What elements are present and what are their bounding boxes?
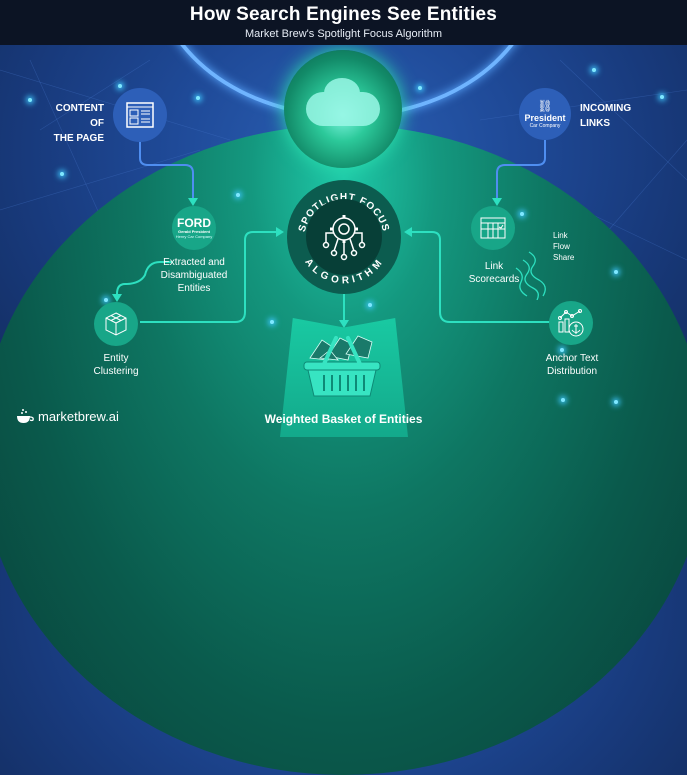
- label-line: Anchor Text: [545, 353, 599, 364]
- content-of-page-node[interactable]: [113, 88, 167, 142]
- glow-dot: [614, 400, 618, 404]
- glow-dot: [560, 348, 564, 352]
- glow-dot: [270, 320, 274, 324]
- chain-link-icon: ⛓: [537, 99, 553, 113]
- president-badge-sub: Car Company: [529, 123, 561, 129]
- entity-clustering-label: Entity Clustering: [86, 352, 146, 378]
- label-line: Link: [553, 231, 568, 240]
- label-line: Clustering: [93, 366, 139, 377]
- glow-dot: [28, 98, 32, 102]
- cloud-globe: [284, 50, 402, 168]
- label-line: Flow: [553, 242, 570, 251]
- anchor-text-label: Anchor Text Distribution: [534, 352, 610, 378]
- label-line: Entity: [103, 353, 129, 364]
- glow-dot: [520, 212, 524, 216]
- label-line: LINKS: [580, 118, 610, 129]
- link-flow-share-label: Link Flow Share: [553, 230, 574, 263]
- glow-dot: [60, 172, 64, 176]
- gear-circuit-icon: [322, 215, 366, 261]
- table-scorecard-icon: [480, 217, 506, 239]
- glow-dot: [368, 303, 372, 307]
- ford-badge-sub: Henry Car Company: [175, 234, 213, 239]
- incoming-links-node[interactable]: ⛓ President Car Company: [519, 88, 571, 140]
- link-scorecards-node[interactable]: [471, 206, 515, 250]
- network-lines-background: [0, 59, 687, 261]
- incoming-links-label: INCOMING LINKS: [580, 101, 631, 131]
- label-line: Disambiguated: [160, 270, 228, 281]
- ford-badge-title: FORD: [177, 216, 211, 230]
- glow-dot: [418, 86, 422, 90]
- header: How Search Engines See Entities Market B…: [0, 0, 687, 45]
- page-title: How Search Engines See Entities: [189, 4, 498, 25]
- wave-lines-icon: [515, 251, 546, 300]
- label-line: THE PAGE: [53, 133, 104, 144]
- glow-dot: [196, 96, 200, 100]
- glow-dot: [592, 68, 596, 72]
- weighted-basket-label: Weighted Basket of Entities: [264, 412, 423, 426]
- label-line: CONTENT OF: [55, 103, 104, 129]
- glow-dot: [561, 398, 565, 402]
- glow-dot: [660, 95, 664, 99]
- coffee-cup-icon: [17, 409, 34, 423]
- entity-clustering-node[interactable]: [94, 302, 138, 346]
- brand-name: marketbrew.ai: [38, 408, 119, 424]
- label-line: Share: [553, 253, 575, 262]
- cloud-icon: [306, 78, 380, 126]
- basket-icon: [303, 335, 381, 397]
- center-core: [306, 199, 382, 275]
- cube-cluster-icon: [105, 312, 127, 336]
- brand-logo[interactable]: marketbrew.ai: [16, 408, 119, 424]
- anchor-text-node[interactable]: [549, 301, 593, 345]
- extracted-entities-label: Extracted and Disambiguated Entities: [152, 256, 236, 295]
- glow-dot: [614, 270, 618, 274]
- weighted-basket-area: [280, 318, 408, 437]
- extracted-entities-node[interactable]: FORD Gerald President Henry Car Company: [172, 206, 216, 250]
- label-line: INCOMING: [580, 103, 632, 114]
- glow-dot: [104, 298, 108, 302]
- label-line: Entities: [177, 283, 211, 294]
- label-line: Distribution: [546, 366, 598, 377]
- page-subtitle: Market Brew's Spotlight Focus Algorithm: [244, 28, 443, 40]
- content-of-page-label: CONTENT OF THE PAGE: [44, 101, 104, 146]
- label-line: Extracted and: [163, 257, 225, 268]
- spotlight-focus-algorithm[interactable]: SPOTLIGHT FOCUS ALGORITHM: [287, 180, 401, 294]
- president-badge-title: President: [524, 113, 566, 123]
- glow-dot: [236, 193, 240, 197]
- glow-dot: [118, 84, 122, 88]
- anchor-chart-icon: [558, 309, 584, 337]
- webpage-layout-icon: [126, 102, 154, 128]
